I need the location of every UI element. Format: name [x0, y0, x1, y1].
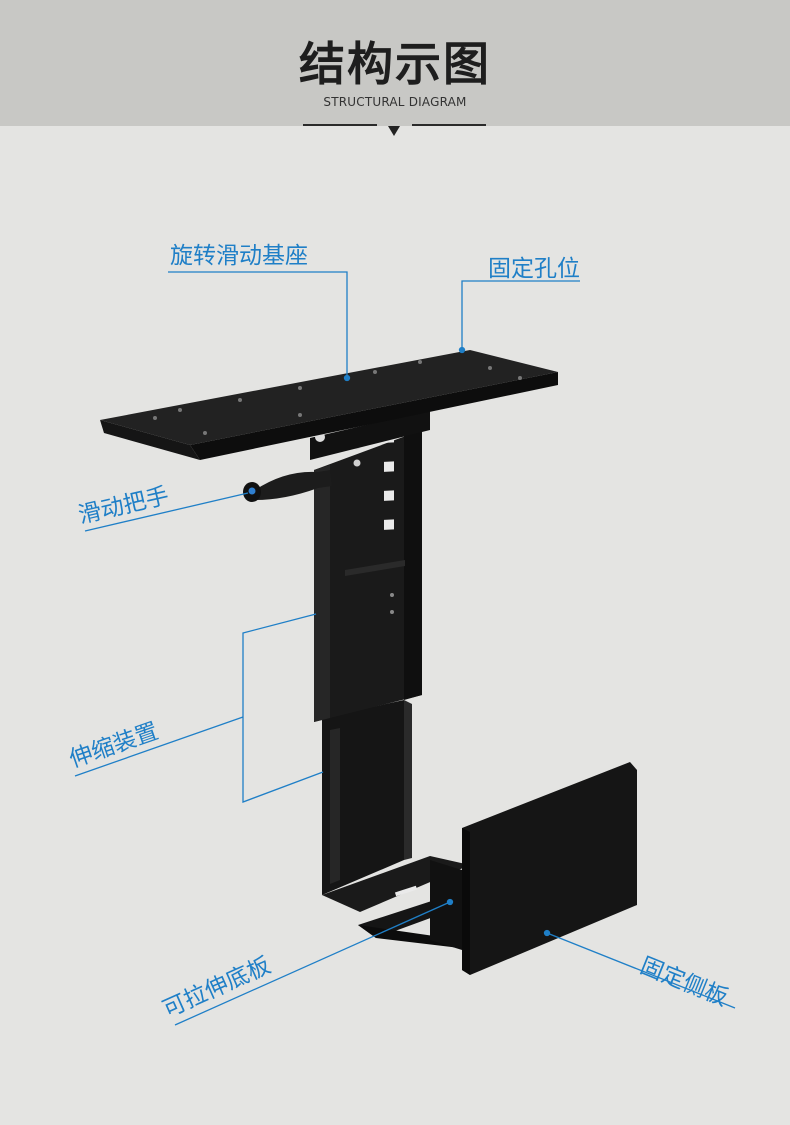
- leader-lines: [74, 271, 736, 1026]
- side-panel: [430, 762, 637, 975]
- leader-swivel-base: [168, 271, 348, 378]
- title-divider-right: [412, 124, 486, 126]
- leader-side-panel: [546, 932, 736, 1009]
- inner-column: [322, 700, 412, 895]
- swivel-platform: [100, 350, 558, 460]
- title-divider-left: [303, 124, 377, 126]
- leader-telescopic-bracket: [242, 613, 324, 803]
- leader-telescopic: [74, 716, 244, 777]
- leader-pull-out-base: [174, 901, 451, 1026]
- header-band: [0, 0, 790, 126]
- outer-column: [314, 425, 422, 722]
- slide-handle: [243, 470, 332, 502]
- page-subtitle: STRUCTURAL DIAGRAM: [323, 95, 467, 109]
- down-arrow-icon: [388, 126, 400, 136]
- page-title: 结构示图: [299, 37, 491, 91]
- label-swivel-base: 旋转滑动基座: [170, 243, 308, 269]
- leader-fixing-holes: [461, 280, 580, 350]
- label-fixing-holes: 固定孔位: [488, 256, 580, 282]
- leader-slide-handle: [84, 492, 249, 532]
